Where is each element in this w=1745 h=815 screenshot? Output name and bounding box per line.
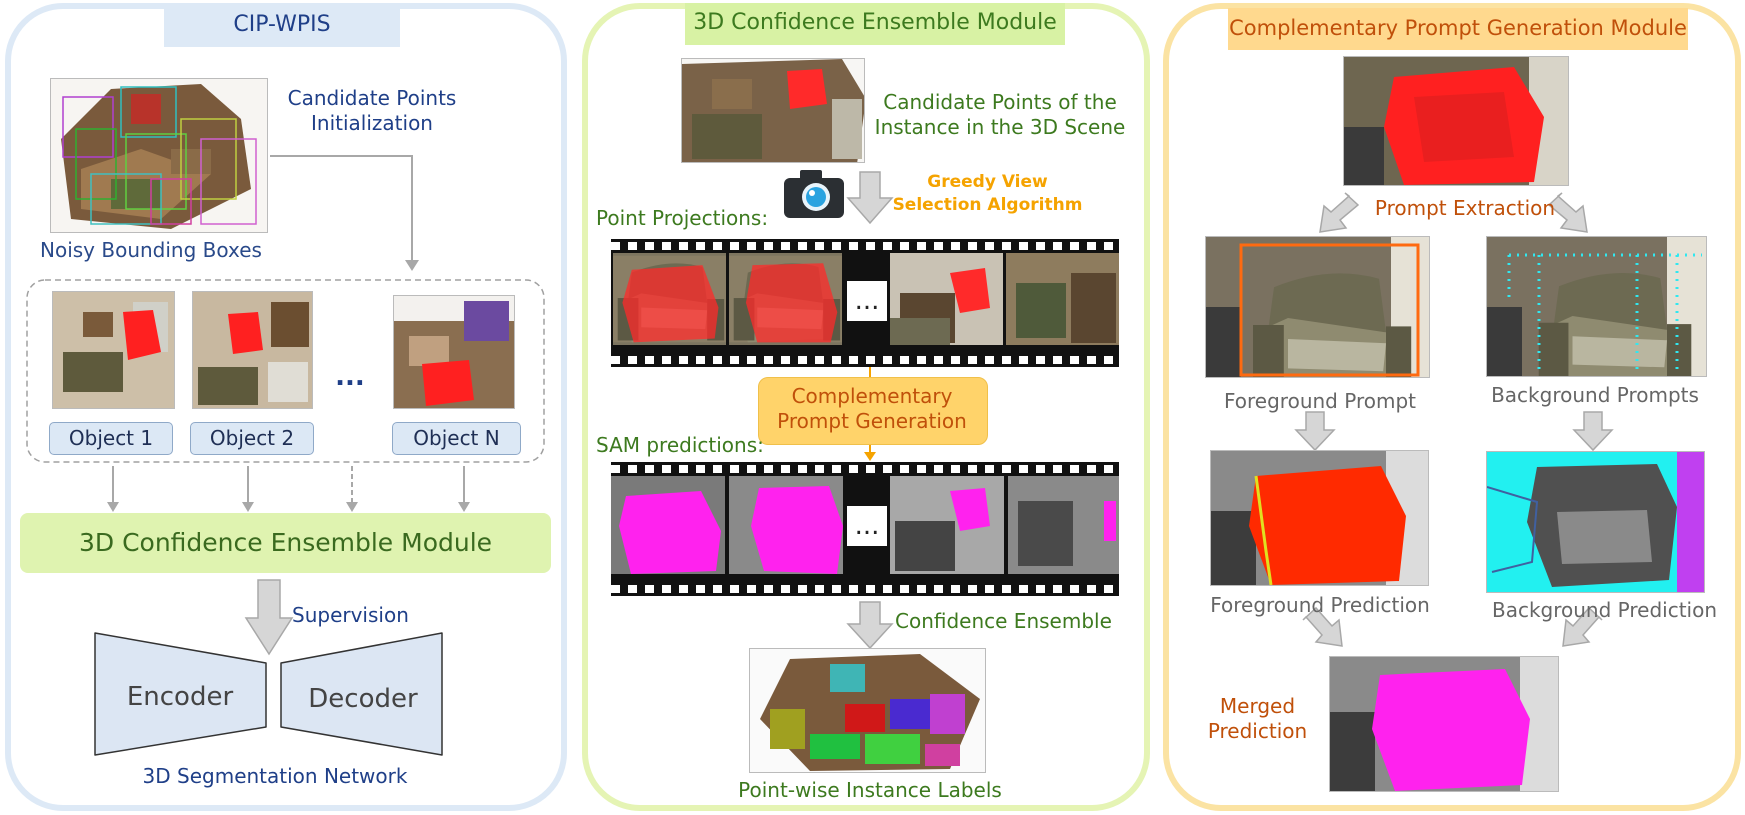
sam-frame-4 <box>1008 476 1119 574</box>
encoder-label: Encoder <box>126 682 234 712</box>
cem-box-panel1: 3D Confidence Ensemble Module <box>20 513 551 573</box>
object-2-label: Object 2 <box>190 422 314 455</box>
projection-frame-2 <box>729 253 842 345</box>
background-prompts-image <box>1486 236 1707 377</box>
background-prediction-image <box>1486 451 1705 593</box>
sam-filmstrip: ... <box>611 462 1119 596</box>
object-n-label: Object N <box>392 422 521 455</box>
object-n-image <box>393 295 515 409</box>
sam-ellipsis: ... <box>847 506 887 546</box>
sam-frame-2 <box>729 476 843 574</box>
object-1-image <box>52 291 175 409</box>
supervision-label: Supervision <box>292 603 409 627</box>
panel2-title: 3D Confidence Ensemble Module <box>685 3 1065 45</box>
foreground-prompt-label: Foreground Prompt <box>1224 389 1416 413</box>
projection-filmstrip: ... <box>611 239 1119 367</box>
foreground-prompt-image <box>1205 236 1430 378</box>
network-label: 3D Segmentation Network <box>142 764 408 788</box>
cpg-box-label: Complementary Prompt Generation <box>777 384 967 433</box>
point-projections-label: Point Projections: <box>596 206 769 230</box>
panel1-title: CIP-WPIS <box>164 5 400 47</box>
candidate-init-label: Candidate Points Initialization <box>287 86 457 135</box>
foreground-prediction-label: Foreground Prediction <box>1210 593 1430 617</box>
greedy-label: Greedy View Selection Algorithm <box>892 172 1083 215</box>
candidate-points-scene <box>681 58 865 163</box>
background-prediction-label: Background Prediction <box>1491 598 1718 622</box>
merged-prediction-label: Merged Prediction <box>1207 694 1308 743</box>
projection-frame-3 <box>890 253 1003 345</box>
object-2-image <box>192 291 313 409</box>
decoder-label: Decoder <box>308 684 418 714</box>
candidate-points-label: Candidate Points of the Instance in the … <box>874 90 1126 139</box>
pointwise-labels-scene <box>749 648 986 773</box>
prompt-extraction-label: Prompt Extraction <box>1374 196 1556 220</box>
pointwise-label: Point-wise Instance Labels <box>738 778 1002 802</box>
background-prompts-label: Background Prompts <box>1491 383 1699 407</box>
camera-icon <box>784 170 844 218</box>
sam-frame-1 <box>611 476 725 574</box>
projection-frame-1 <box>613 253 726 345</box>
projection-ellipsis: ... <box>847 281 887 321</box>
panel3-title: Complementary Prompt Generation Module <box>1228 8 1688 50</box>
noisy-boxes-scene <box>50 78 268 233</box>
projection-frame-4 <box>1006 253 1119 345</box>
prompt-source-image <box>1343 56 1569 186</box>
sam-predictions-label: SAM predictions: <box>596 433 764 457</box>
cpg-box <box>758 377 988 445</box>
noisy-boxes-label: Noisy Bounding Boxes <box>40 238 262 262</box>
object-1-label: Object 1 <box>49 422 173 455</box>
sam-frame-3 <box>890 476 1004 574</box>
object-ellipsis: ... <box>335 362 365 392</box>
merged-prediction-image <box>1329 656 1559 792</box>
confidence-ensemble-label: Confidence Ensemble <box>895 609 1112 633</box>
foreground-prediction-image <box>1210 450 1429 586</box>
